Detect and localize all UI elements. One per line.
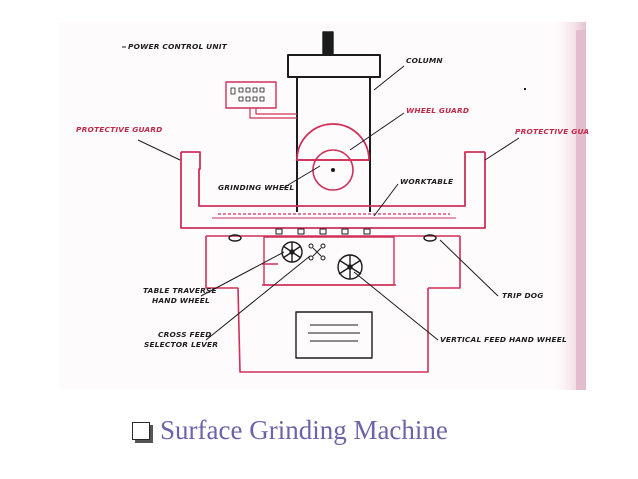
label-grinding-wheel: GRINDING WHEEL	[218, 183, 294, 192]
paper-background	[58, 22, 586, 390]
caption-text: Surface Grinding Machine	[160, 414, 448, 445]
cross-feed-lever	[308, 243, 326, 261]
label-cross-feed-1: CROSS FEED	[158, 330, 212, 339]
label-worktable: WORKTABLE	[400, 177, 453, 186]
trip-dog-left	[228, 234, 242, 242]
leader-lines	[122, 46, 520, 341]
table-traverse-handwheel	[281, 241, 303, 263]
label-protective-guard-right: PROTECTIVE GUA	[515, 127, 589, 136]
slide-blocks	[275, 228, 371, 235]
surface-grinding-diagram: POWER CONTROL UNIT COLUMN WHEEL GUARD PR…	[58, 22, 590, 390]
label-trip-dog: TRIP DOG	[502, 291, 544, 300]
label-column: COLUMN	[406, 56, 443, 65]
machine-base	[237, 287, 429, 373]
saddle	[205, 235, 461, 289]
column-body	[296, 77, 371, 212]
label-table-traverse-2: HAND WHEEL	[152, 296, 210, 305]
label-table-traverse-1: TABLE TRAVERSE	[143, 286, 217, 295]
power-control-unit-box	[225, 81, 277, 109]
protective-guard-tray	[180, 151, 486, 229]
label-power-control-unit: POWER CONTROL UNIT	[128, 42, 228, 51]
machine-outline	[180, 31, 486, 373]
label-wheel-guard: WHEEL GUARD	[406, 106, 469, 115]
wheel-guard-shape	[296, 123, 370, 161]
stray-mark	[524, 88, 526, 90]
base-door	[295, 311, 373, 359]
power-cable	[249, 108, 297, 119]
label-protective-guard-left: PROTECTIVE GUARD	[76, 125, 163, 134]
spindle-top	[322, 31, 334, 55]
label-cross-feed-2: SELECTOR LEVER	[144, 340, 218, 349]
trip-dog-right	[423, 234, 437, 242]
vertical-feed-handwheel	[337, 254, 363, 280]
checkbox-bullet-icon	[132, 422, 153, 443]
slide-caption: Surface Grinding Machine	[132, 410, 448, 450]
diagram-labels: POWER CONTROL UNIT COLUMN WHEEL GUARD PR…	[76, 42, 589, 349]
label-vertical-feed: VERTICAL FEED HAND WHEEL	[440, 335, 567, 344]
